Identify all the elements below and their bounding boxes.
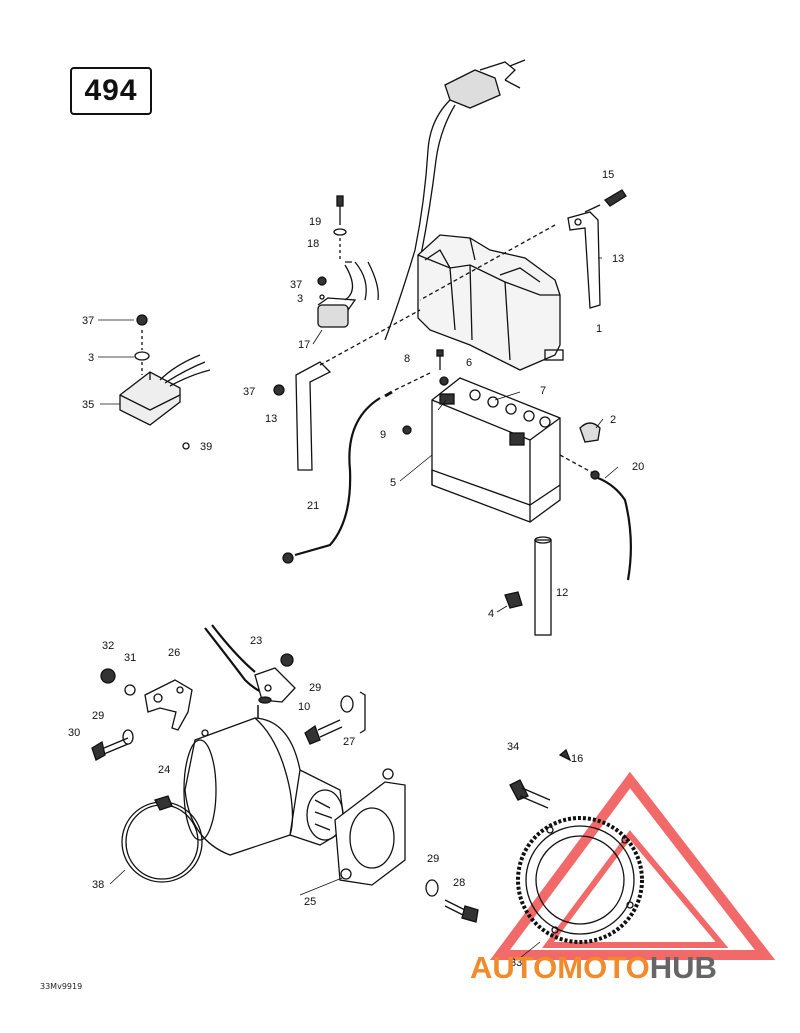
callout-9: 9 [380,429,386,441]
callout-31: 31 [124,652,136,664]
relay-17 [317,261,379,328]
bracket-26 [100,668,193,731]
cable-21 [282,371,433,564]
watermark-text-1: AUTOMOTO [470,950,650,985]
callout-20: 20 [632,461,644,473]
callout-30: 30 [68,727,80,739]
callout-29-left: 29 [92,710,104,722]
callout-37-battery: 37 [243,386,255,398]
drawing-code: 33Mv9919 [40,982,83,991]
key-switch [384,59,526,341]
callout-26: 26 [168,647,180,659]
watermark-text-2: HUB [649,950,717,985]
callout-7: 7 [540,385,546,397]
watermark-logo [490,771,776,960]
post-12 [504,536,552,636]
callout-33: 33 [510,957,522,969]
callout-15: 15 [602,169,614,181]
strap-bracket-top [419,189,627,309]
watermark-brand: AUTOMOTOHUB [470,950,717,986]
callout-38: 38 [92,879,104,891]
starter-cable [204,624,296,725]
callout-18: 18 [307,238,319,250]
callout-32: 32 [102,640,114,652]
callout-13-left: 13 [265,413,277,425]
callout-23: 23 [250,635,262,647]
battery-5 [402,349,561,523]
callout-17: 17 [298,339,310,351]
callout-35: 35 [82,399,94,411]
callout-28: 28 [453,877,465,889]
bolt-19 [333,195,347,260]
callout-4: 4 [488,608,494,620]
callout-12: 12 [556,587,568,599]
terminal-cap-2 [579,422,601,443]
callout-2: 2 [610,414,616,426]
callout-6: 6 [466,357,472,369]
bolt-34 [509,748,572,809]
callout-25: 25 [304,896,316,908]
callout-34: 34 [507,741,519,753]
ring-gear-33 [516,816,644,944]
callout-29: 29 [309,682,321,694]
callout-27: 27 [343,736,355,748]
clamp-38 [121,795,203,883]
callout-1: 1 [596,323,602,335]
callout-13: 13 [612,253,624,265]
callout-labels: 15 13 1 19 18 37 3 17 37 3 35 39 8 6 7 3… [68,169,644,969]
mounting-plate-25 [334,768,406,886]
callout-19: 19 [309,216,321,228]
callout-21: 21 [307,500,319,512]
battery-cover [417,234,564,371]
callout-8: 8 [404,353,410,365]
callout-16: 16 [571,753,583,765]
callout-37: 37 [290,279,302,291]
bolt-30 [91,729,134,761]
page-number: 494 [84,74,138,107]
callout-3-left: 3 [88,352,94,364]
callout-3: 3 [297,293,303,305]
callout-10: 10 [298,701,310,713]
callout-5: 5 [390,477,396,489]
leader-lines [98,257,619,959]
callout-24: 24 [158,764,170,776]
strap-bracket-left [273,309,421,471]
cable-20 [559,454,632,581]
callout-37-left: 37 [82,315,94,327]
starter-motor-24 [183,717,346,856]
callout-29-bottom: 29 [427,853,439,865]
rectifier-35 [119,314,211,450]
bolt-28 [425,879,479,923]
page-number-box: 494 [70,67,152,115]
callout-39: 39 [200,441,212,453]
bolt-27 [304,691,366,745]
